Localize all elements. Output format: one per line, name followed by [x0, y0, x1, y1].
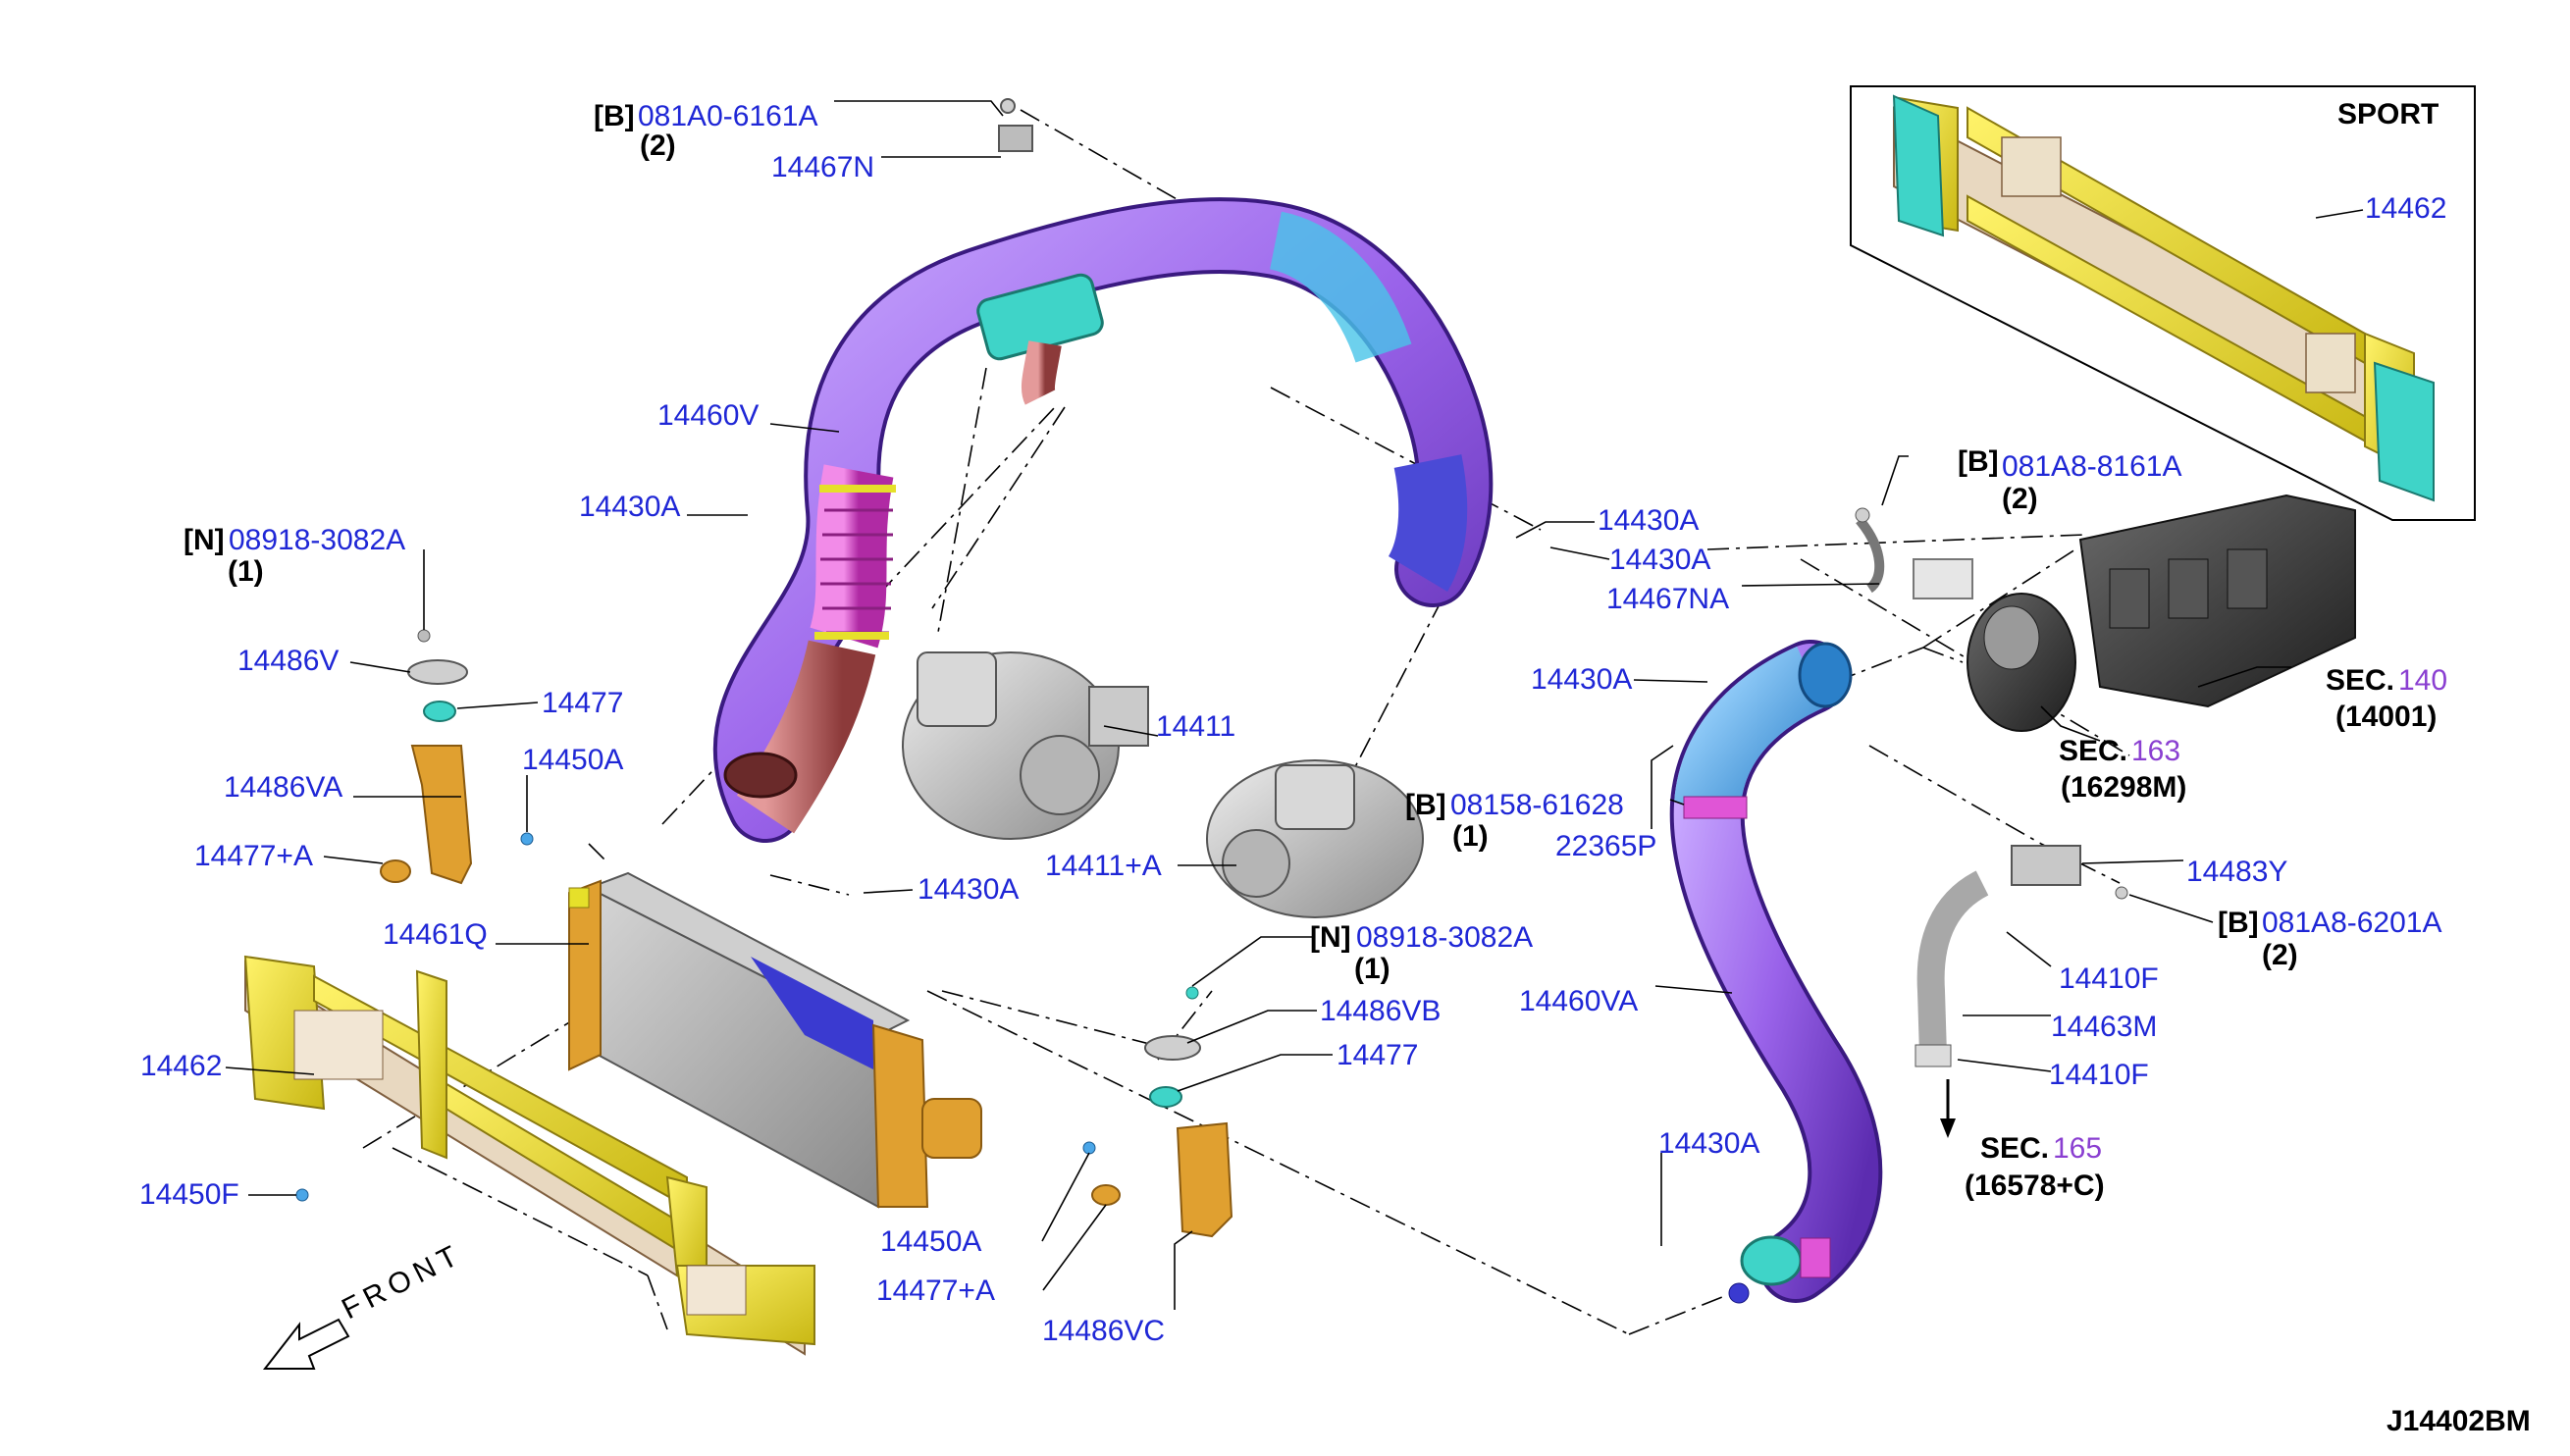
- qty-081a0-6161a: (2): [640, 130, 676, 162]
- part-22365p: 22365P: [1555, 830, 1656, 862]
- part-14410f-1: 14410F: [2059, 962, 2159, 995]
- part-08158-61628: 08158-61628: [1450, 789, 1624, 821]
- right-duct-14460va: [1669, 640, 1883, 1304]
- part-14463m: 14463M: [2051, 1011, 2157, 1043]
- part-14467n: 14467N: [771, 151, 874, 183]
- part-08918-3082a-mid: 08918-3082A: [1356, 921, 1533, 954]
- bolt-class-b-prefix-08158: [B]: [1405, 789, 1446, 821]
- bolt-class-b-prefix-6201a: [B]: [2218, 907, 2259, 939]
- part-14411a: 14411+A: [1045, 850, 1162, 882]
- sec165-number: 165: [2053, 1132, 2102, 1165]
- diagram-code: J14402BM: [2386, 1405, 2531, 1437]
- bracket-14467na: [1855, 507, 1973, 599]
- qty-081a8-6201a: (2): [2262, 939, 2298, 971]
- part-14460v: 14460V: [657, 399, 759, 432]
- middle-bracket-stack: [1082, 986, 1233, 1238]
- intercooler-14461q: [568, 871, 982, 1209]
- front-arrow: FRONT: [262, 1237, 468, 1370]
- turbocharger-14411: [902, 651, 1149, 840]
- part-14477-left: 14477: [542, 687, 623, 719]
- part-14486v: 14486V: [237, 645, 339, 677]
- sport-radiator-frame-drawing: [1892, 94, 2435, 502]
- sec163-number: 163: [2131, 735, 2180, 767]
- part-labels: [B] 081A0-6161A (2) 14467N 14460V 14430A…: [139, 100, 2531, 1437]
- part-14462-left: 14462: [140, 1050, 222, 1082]
- sensor-hose-assembly: [1914, 845, 2128, 1138]
- part-14450a-left: 14450A: [522, 744, 623, 776]
- part-14477a-left: 14477+A: [194, 840, 313, 872]
- front-label: FRONT: [337, 1237, 468, 1326]
- nut-class-n-prefix-top: [N]: [184, 524, 225, 556]
- sec140-reference: (14001): [2335, 701, 2437, 733]
- part-14483y: 14483Y: [2186, 856, 2287, 888]
- sport-inset-frame: [1850, 85, 2476, 521]
- part-14430a-bottom: 14430A: [1658, 1127, 1759, 1160]
- turbocharger-14411a: [1206, 759, 1424, 918]
- qty-081a8-8161a: (2): [2002, 483, 2038, 515]
- part-14450a-mid: 14450A: [880, 1225, 981, 1258]
- sport-label: SPORT: [2337, 98, 2439, 130]
- throttle-body-sec163: [1967, 593, 2076, 732]
- part-14430a-mid: 14430A: [918, 873, 1019, 906]
- part-14430a-r1: 14430A: [1598, 504, 1699, 537]
- bracket-14467n: [998, 98, 1033, 152]
- intake-manifold-sec140: [2078, 494, 2356, 708]
- part-14461q: 14461Q: [383, 918, 488, 951]
- part-14460va: 14460VA: [1519, 985, 1638, 1017]
- part-14430a-r3: 14430A: [1531, 663, 1632, 696]
- part-081a0-6161a: 081A0-6161A: [638, 100, 818, 132]
- part-14486va: 14486VA: [224, 771, 342, 804]
- part-081a8-6201a: 081A8-6201A: [2262, 907, 2442, 939]
- sec163-prefix: SEC.: [2059, 735, 2127, 767]
- part-14462-sport: 14462: [2365, 192, 2446, 225]
- part-14477a-mid: 14477+A: [876, 1274, 995, 1307]
- part-14486vb: 14486VB: [1320, 995, 1441, 1027]
- part-14486vc: 14486VC: [1042, 1315, 1165, 1347]
- sec165-reference: (16578+C): [1965, 1170, 2105, 1202]
- part-14411: 14411: [1156, 710, 1235, 743]
- part-14477-mid: 14477: [1337, 1039, 1418, 1071]
- radiator-frame-14462: [243, 955, 815, 1356]
- upper-duct-14460v: [713, 197, 1494, 843]
- qty-08158-61628: (1): [1452, 820, 1489, 853]
- bolt-class-b-prefix-r: [B]: [1958, 445, 1999, 478]
- sec140-number: 140: [2398, 664, 2447, 697]
- bolt-class-b-prefix: [B]: [594, 100, 635, 132]
- leader-lines: [225, 100, 2291, 1310]
- part-14410f-2: 14410F: [2049, 1059, 2149, 1091]
- nut-class-n-prefix-mid: [N]: [1310, 921, 1351, 954]
- sec163-reference: (16298M): [2061, 771, 2186, 804]
- part-14430a-r2: 14430A: [1609, 544, 1710, 576]
- part-14430a-left: 14430A: [579, 491, 680, 523]
- sport-inset: SPORT 14462: [1850, 85, 2476, 521]
- part-14467na: 14467NA: [1606, 583, 1729, 615]
- qty-08918-3082a-top: (1): [228, 555, 264, 588]
- part-08918-3082a-top: 08918-3082A: [229, 524, 405, 556]
- part-14450f: 14450F: [139, 1178, 239, 1211]
- sec165-prefix: SEC.: [1980, 1132, 2049, 1165]
- qty-08918-3082a-mid: (1): [1354, 953, 1390, 985]
- sec140-prefix: SEC.: [2326, 664, 2394, 697]
- part-081a8-8161a: 081A8-8161A: [2002, 450, 2182, 483]
